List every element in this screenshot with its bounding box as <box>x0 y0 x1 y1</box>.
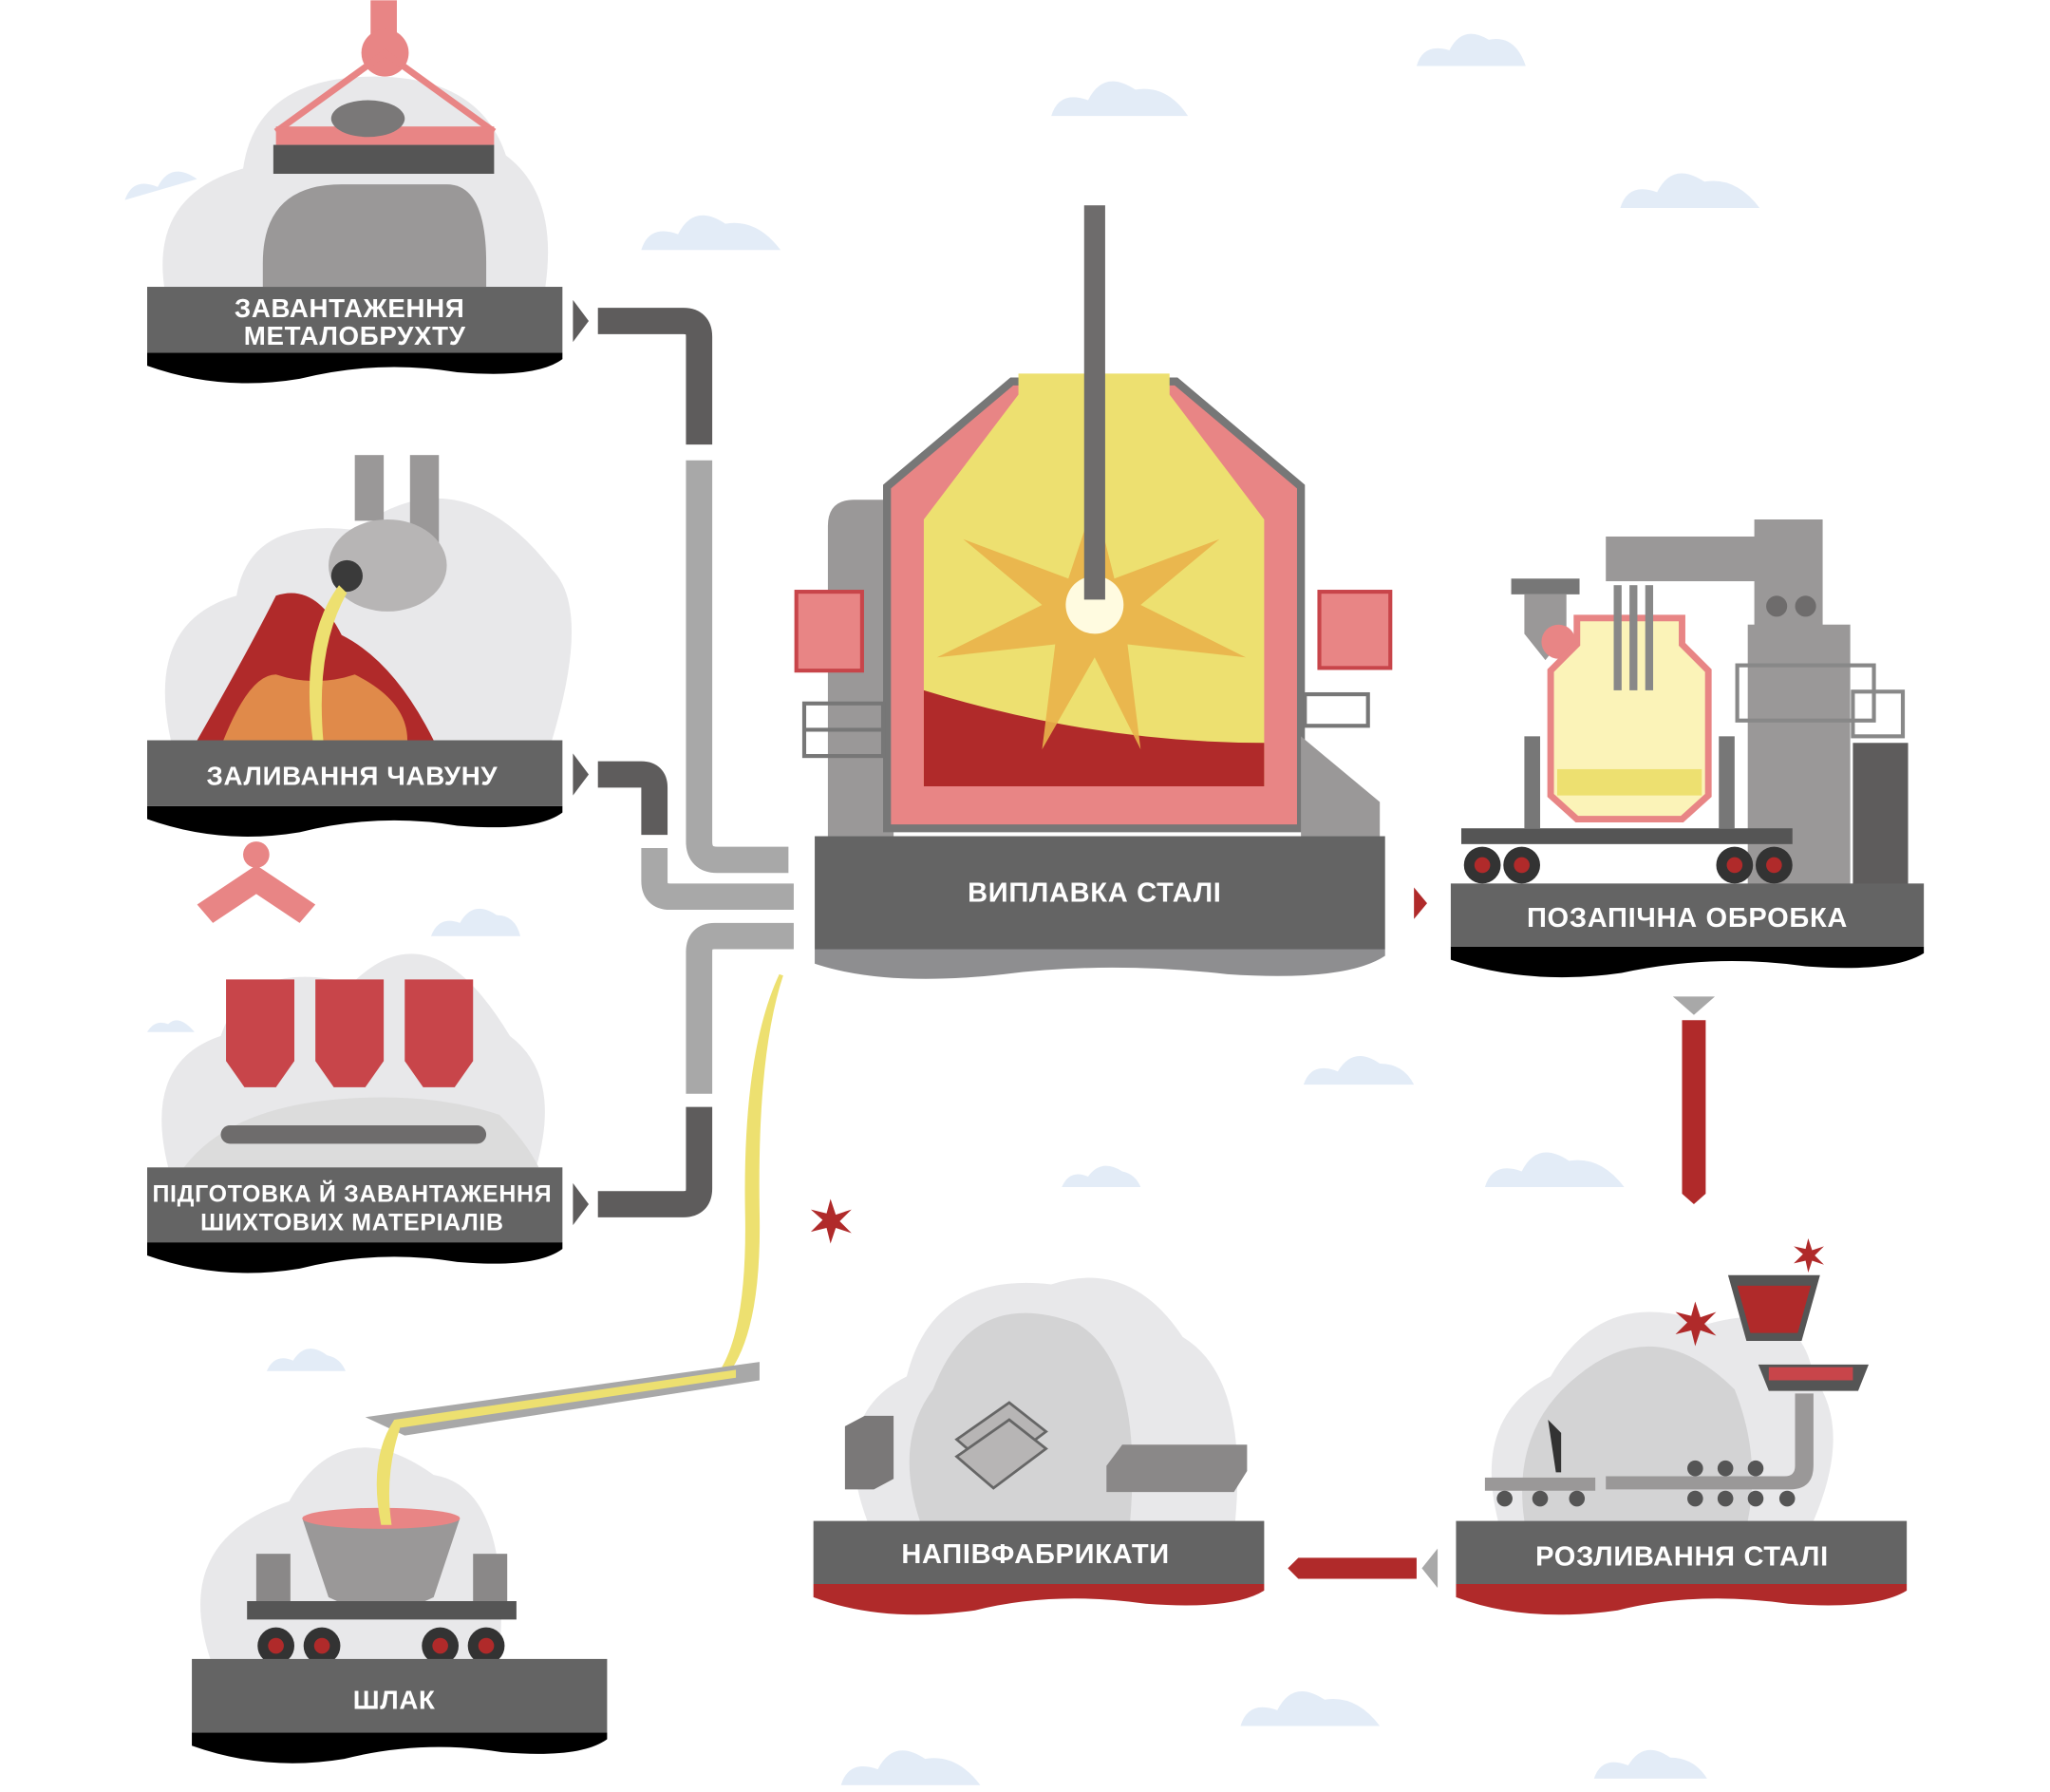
stage-secondary-treatment: ПОЗАПІЧНА ОБРОБКА <box>1450 883 1925 978</box>
connector-scrap-lower <box>686 460 789 874</box>
chevrons <box>573 299 590 1226</box>
stage-semi-products: НАПІВФАБРИКАТИ <box>813 1520 1265 1615</box>
cloud-icon <box>124 171 197 200</box>
stage-charge-materials: ПІДГОТОВКА Й ЗАВАНТАЖЕННЯ ШИХТОВИХ МАТЕР… <box>147 1167 563 1273</box>
slab <box>1106 1444 1248 1493</box>
slag-stream <box>713 973 783 1384</box>
connector-charge-upper <box>686 922 794 1094</box>
cloud-icon <box>1416 33 1526 66</box>
cloud-icon <box>147 1020 195 1032</box>
stage-label: ШЛАК <box>353 1685 436 1714</box>
bunker <box>226 979 295 1087</box>
cloud-icon <box>840 1750 981 1785</box>
cloud-icon <box>1051 81 1189 117</box>
arc-furnace-illustration <box>794 205 1393 837</box>
flow-connectors <box>597 308 794 1217</box>
cloud-icon <box>1593 1749 1707 1779</box>
bunker <box>315 979 385 1087</box>
connector-charge <box>597 1106 713 1217</box>
connector-scrap <box>597 308 713 445</box>
connector-iron-lower <box>641 847 794 911</box>
connector-iron <box>597 761 668 836</box>
chevron-down-icon <box>1672 996 1716 1015</box>
chevron-right-icon <box>573 1182 590 1226</box>
arrow-left-red <box>1288 1557 1417 1579</box>
charge-bunkers-illustration <box>183 979 539 1168</box>
arrow-down-red <box>1682 1020 1706 1205</box>
stage-label: ЗАВАНТАЖЕННЯ <box>235 293 465 323</box>
electrode <box>1083 205 1105 600</box>
stage-steel-casting: РОЗЛИВАННЯ СТАЛІ <box>1456 1520 1908 1615</box>
stage-label: РОЗЛИВАННЯ СТАЛІ <box>1535 1542 1829 1573</box>
iron-ladle-illustration <box>197 455 447 741</box>
chevron-left-icon <box>1421 1548 1439 1589</box>
arrow-right-icon <box>1414 887 1427 919</box>
cloud-icon <box>1303 1055 1415 1085</box>
stage-label: МЕТАЛОБРУХТУ <box>244 321 466 350</box>
stage-slag: ШЛАК <box>192 1658 608 1764</box>
cloud-icon <box>1484 1152 1625 1188</box>
stage-steel-melting: ВИПЛАВКА СТАЛІ <box>815 836 1385 979</box>
chevron-right-icon <box>573 753 590 796</box>
chevron-right-icon <box>573 299 590 343</box>
stage-iron-pouring: ЗАЛИВАННЯ ЧАВУНУ <box>147 740 563 837</box>
cloud-icon <box>641 215 781 251</box>
scrap-crane-illustration <box>262 0 497 288</box>
bunker <box>404 979 474 1087</box>
spark-icon <box>810 1198 852 1244</box>
cloud-icon <box>430 908 521 936</box>
cloud-icon <box>1062 1165 1141 1188</box>
conveyor-belt <box>220 1125 487 1144</box>
slag-chute-flow <box>394 1369 737 1428</box>
semi-products-illustration <box>844 1401 1248 1493</box>
stage-label: ПОЗАПІЧНА ОБРОБКА <box>1527 903 1848 934</box>
ladle-furnace-illustration <box>1460 519 1909 888</box>
stage-label: ЗАЛИВАННЯ ЧАВУНУ <box>207 762 498 791</box>
stage-scrap-loading: ЗАВАНТАЖЕННЯ МЕТАЛОБРУХТУ <box>147 287 563 384</box>
stage-label: ВИПЛАВКА СТАЛІ <box>968 878 1221 909</box>
cloud-icon <box>1240 1690 1381 1726</box>
stage-label: НАПІВФАБРИКАТИ <box>901 1539 1170 1570</box>
torch-cutter <box>1548 1420 1562 1473</box>
stage-label: ШИХТОВИХ МАТЕРІАЛІВ <box>200 1210 504 1236</box>
billet-block <box>844 1415 894 1490</box>
grab-bucket-icon <box>197 841 316 923</box>
cloud-icon <box>1620 173 1760 208</box>
spark-icon <box>1675 1301 1717 1347</box>
clouds <box>124 33 1760 1785</box>
cloud-icon <box>266 1349 346 1371</box>
spark-icon <box>1794 1238 1824 1273</box>
slag-car-illustration <box>247 1420 517 1665</box>
stage-label: ПІДГОТОВКА Й ЗАВАНТАЖЕННЯ <box>152 1179 552 1207</box>
continuous-caster-illustration <box>1484 1238 1870 1507</box>
